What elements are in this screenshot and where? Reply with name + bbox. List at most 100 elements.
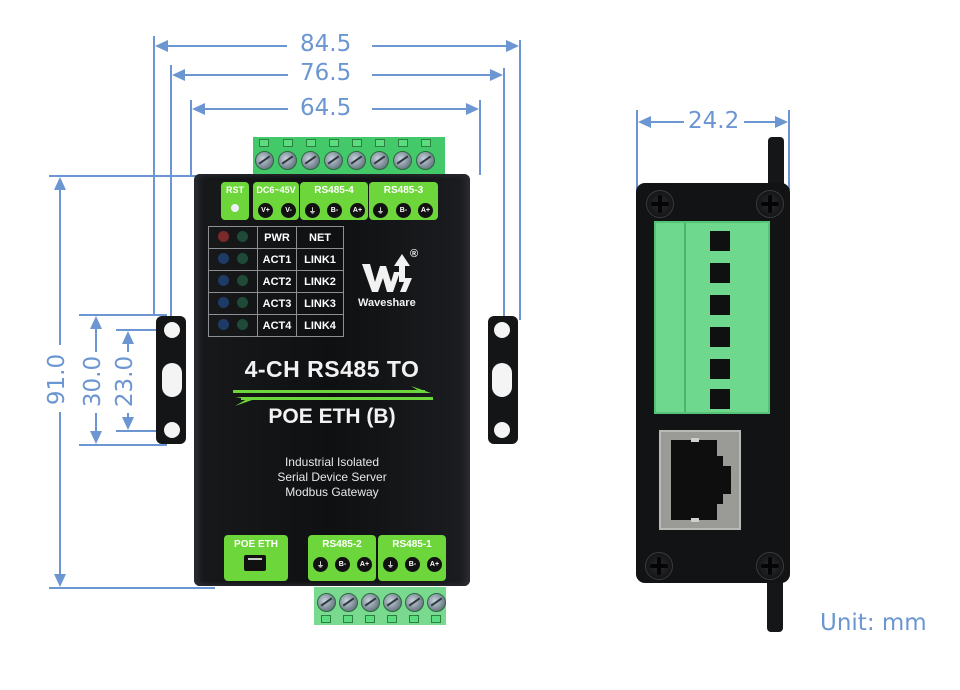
- dim-bracket-hole-spacing: 23.0: [112, 355, 139, 408]
- terminal-slot: [710, 327, 730, 347]
- dim-line-76-right: [372, 74, 496, 76]
- led-indicator-table: PWR NET ACT1 LINK1 ACT2 LINK2 ACT3 LINK3…: [208, 226, 344, 337]
- pin-b-minus: B-: [335, 557, 350, 572]
- screw-icon: [427, 593, 446, 612]
- arrow-down-icon: [54, 574, 66, 587]
- rj45-socket-icon: [671, 438, 731, 522]
- dim-extension-right-64: [479, 100, 481, 175]
- dim-width-body: 64.5: [300, 95, 352, 121]
- arrow-up-icon: [90, 316, 102, 329]
- act3-led-icon: [218, 296, 229, 308]
- dim-line-84-right: [372, 45, 512, 47]
- dim-extension-right-76: [503, 68, 505, 326]
- led-label: ACT2: [257, 270, 297, 293]
- led-label: PWR: [257, 226, 297, 249]
- rs485-3-label: RS485-3: [383, 185, 424, 196]
- led-row: ACT2 LINK2: [208, 270, 344, 293]
- dim-width-overall: 84.5: [300, 31, 352, 57]
- dim-extension-top-23: [116, 329, 172, 331]
- terminal-tab: [329, 139, 339, 147]
- screw-icon: [278, 151, 297, 170]
- led-cell: [208, 270, 258, 293]
- terminal-slot: [710, 389, 730, 409]
- rj45-ethernet-port[interactable]: [659, 430, 741, 530]
- phillips-screw-icon: [756, 190, 784, 218]
- rst-label-panel: RST: [221, 182, 249, 220]
- subtitle-line2: Serial Device Server: [277, 470, 387, 484]
- waveshare-logo-icon: [362, 254, 412, 292]
- terminal-tab: [398, 139, 408, 147]
- arrow-down-icon: [122, 417, 134, 430]
- led-label: ACT3: [257, 292, 297, 315]
- act1-led-icon: [218, 252, 229, 264]
- pin-ground: ⏚: [373, 203, 388, 218]
- side-bracket-ear-bottom: [767, 570, 783, 632]
- terminal-tab: [343, 615, 353, 623]
- rst-label: RST: [226, 185, 244, 195]
- rs485-1-label: RS485-1: [392, 539, 432, 550]
- dim-line-91-top: [59, 185, 61, 345]
- rs485-4-label: RS485-4: [314, 185, 354, 196]
- led-row: ACT1 LINK1: [208, 248, 344, 271]
- dim-extension-bottom-23: [116, 430, 172, 432]
- mounting-hole: [164, 322, 180, 338]
- pin-v-plus: V+: [258, 203, 273, 218]
- pin-a-plus: A+: [357, 557, 372, 572]
- arrow-right-icon: [466, 103, 479, 115]
- terminal-tab: [283, 139, 293, 147]
- arrow-right-icon: [490, 69, 503, 81]
- terminal-tab: [321, 615, 331, 623]
- terminal-tab: [387, 615, 397, 623]
- arrow-up-icon: [122, 331, 134, 344]
- pin-v-minus: V-: [281, 203, 296, 218]
- bottom-terminal-block: [314, 587, 446, 625]
- dim-extension-left-64: [190, 100, 192, 175]
- waveshare-logo: ® Waveshare: [358, 248, 428, 310]
- led-label: LINK4: [296, 314, 344, 337]
- terminal-slot: [710, 263, 730, 283]
- terminal-tab: [421, 139, 431, 147]
- dim-bracket-height: 30.0: [80, 355, 107, 408]
- reset-button[interactable]: [231, 204, 239, 212]
- poe-eth-label: POE ETH: [234, 539, 278, 550]
- arrow-right-icon: [775, 116, 788, 128]
- registered-mark: ®: [410, 248, 419, 260]
- screw-icon: [317, 593, 336, 612]
- net-led-icon: [237, 230, 248, 242]
- led-cell: [208, 226, 258, 249]
- rj45-port-icon: [244, 555, 266, 571]
- arrow-right-icon: [506, 40, 519, 52]
- dim-extension-bottom-91: [49, 587, 215, 589]
- dim-line-76: [178, 74, 288, 76]
- dim-line-24-left: [644, 121, 684, 123]
- dim-line-23-top: [127, 338, 129, 352]
- pin-a-plus: A+: [427, 557, 442, 572]
- dim-line-23-bottom: [127, 413, 129, 419]
- terminal-tab: [365, 615, 375, 623]
- phillips-screw-icon: [646, 190, 674, 218]
- terminal-slot: [710, 295, 730, 315]
- led-row: PWR NET: [208, 226, 344, 249]
- led-label: NET: [296, 226, 344, 249]
- led-label: ACT4: [257, 314, 297, 337]
- subtitle-line3: Modbus Gateway: [285, 485, 379, 499]
- mounting-hole: [494, 322, 510, 338]
- pin-b-minus: B-: [405, 557, 420, 572]
- led-cell: [208, 292, 258, 315]
- terminal-tab: [375, 139, 385, 147]
- dim-extension-left-76: [170, 65, 172, 323]
- link1-led-icon: [237, 252, 248, 264]
- dim-extension-top-91: [49, 175, 199, 177]
- dim-extension-bottom-30: [79, 444, 167, 446]
- link3-led-icon: [237, 296, 248, 308]
- pin-ground: ⏚: [305, 203, 320, 218]
- mounting-bracket-right: [488, 316, 518, 444]
- phillips-screw-icon: [645, 552, 673, 580]
- mounting-hole: [494, 422, 510, 438]
- dim-height-overall: 91.0: [44, 353, 71, 406]
- led-cell: [208, 248, 258, 271]
- pin-a-plus: A+: [418, 203, 433, 218]
- dim-width-hole-spacing: 76.5: [300, 60, 352, 86]
- screw-icon: [339, 593, 358, 612]
- screw-icon: [361, 593, 380, 612]
